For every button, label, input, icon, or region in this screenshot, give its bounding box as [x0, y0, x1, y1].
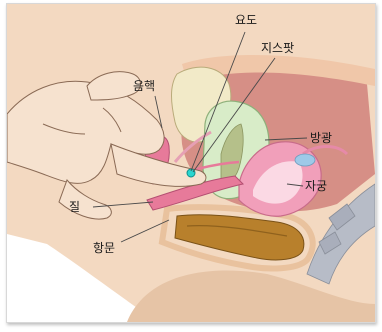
diagram-frame: 요도 지스팟 음핵 방광 자궁 질 항문: [6, 3, 376, 323]
label-vagina: 질: [69, 201, 80, 213]
label-clitoris: 음핵: [133, 80, 155, 92]
ovary: [295, 154, 315, 166]
label-uterus: 자궁: [305, 180, 327, 192]
anatomy-illustration: [7, 4, 375, 322]
label-bladder: 방광: [310, 132, 332, 144]
label-g-spot: 지스팟: [261, 42, 294, 54]
label-urethra: 요도: [235, 14, 257, 26]
label-anus: 항문: [93, 242, 115, 254]
